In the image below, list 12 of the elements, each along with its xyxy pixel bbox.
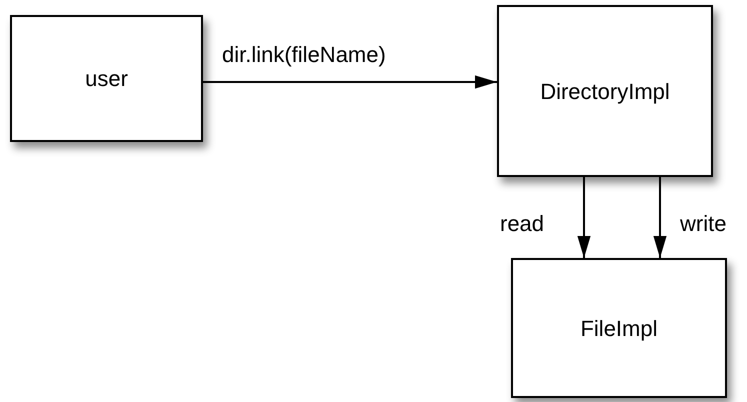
process-box xyxy=(511,258,727,398)
process-box xyxy=(10,15,203,142)
arrow xyxy=(203,75,497,89)
edge-label: write xyxy=(680,210,726,238)
arrow xyxy=(653,177,667,258)
process-box xyxy=(497,5,713,177)
node-label: user xyxy=(85,65,128,93)
edge-label: dir.link(fileName) xyxy=(222,41,386,69)
node-label: DirectoryImpl xyxy=(540,78,670,106)
edge-label: read xyxy=(500,210,544,238)
node-label: FileImpl xyxy=(580,314,658,343)
arrow xyxy=(577,177,591,258)
